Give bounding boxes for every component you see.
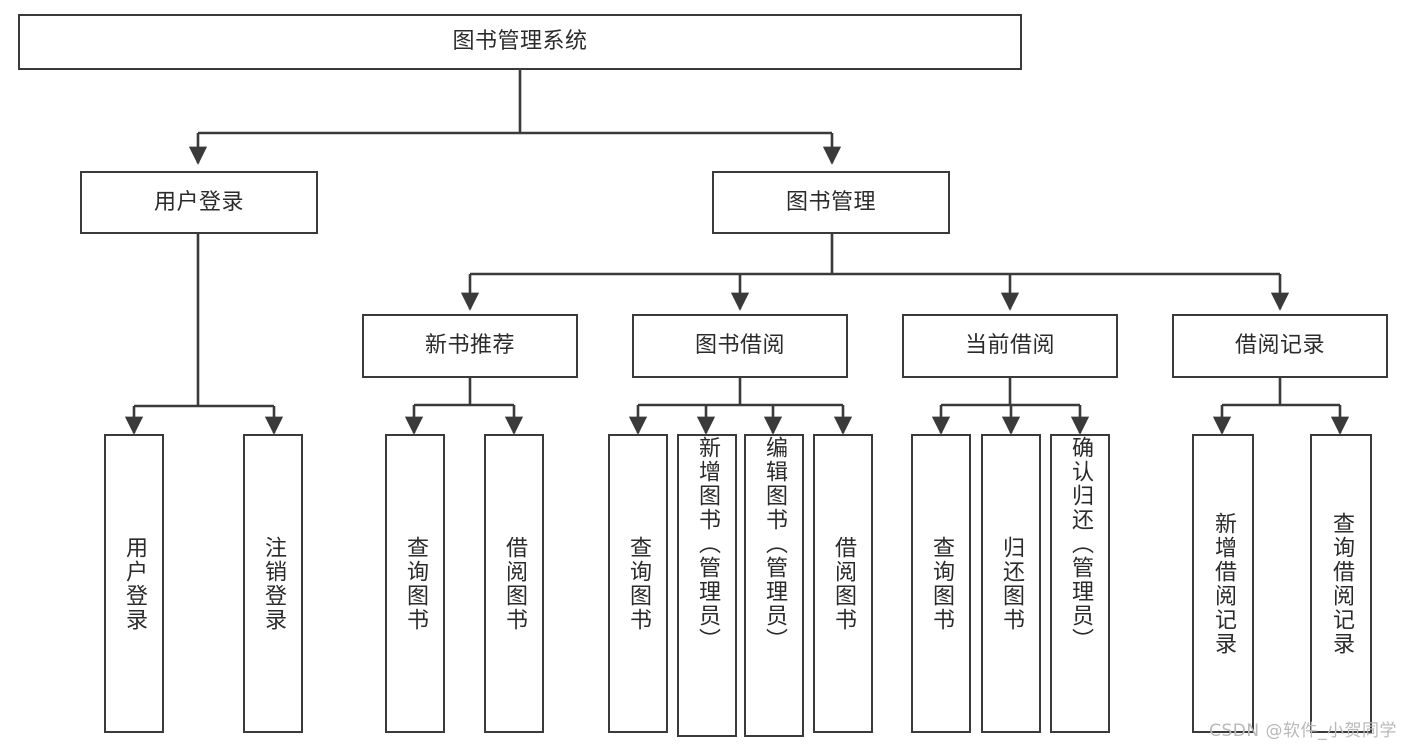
node-label: 查询图书 — [928, 535, 954, 632]
node-label: 确认归还（管理员） — [1067, 436, 1093, 652]
node-label: 新书推荐 — [424, 333, 515, 358]
node-current-borrow[interactable]: 当前借阅 — [902, 314, 1118, 378]
leaf-query-book-recommend[interactable]: 查询图书 — [385, 434, 445, 733]
node-label: 当前借阅 — [964, 333, 1055, 358]
leaf-borrow-book[interactable]: 借阅图书 — [813, 434, 873, 733]
node-book-management[interactable]: 图书管理 — [712, 171, 950, 234]
node-label: 图书管理 — [785, 189, 876, 215]
node-borrow-record[interactable]: 借阅记录 — [1172, 314, 1388, 378]
node-label: 用户登录 — [121, 535, 147, 632]
node-label: 归还图书 — [998, 535, 1024, 632]
node-user-login[interactable]: 用户登录 — [80, 171, 318, 234]
node-label: 编辑图书（管理员） — [761, 436, 787, 652]
leaf-add-book-admin[interactable]: 新增图书（管理员） — [677, 434, 737, 737]
node-label: 查询借阅记录 — [1328, 511, 1354, 656]
watermark-text: CSDN @软件_小贺同学 — [1209, 721, 1397, 741]
leaf-return-book[interactable]: 归还图书 — [981, 434, 1041, 733]
node-new-book-recommend[interactable]: 新书推荐 — [362, 314, 578, 378]
node-label: 新增图书（管理员） — [694, 436, 720, 652]
node-label: 注销登录 — [260, 535, 286, 632]
leaf-borrow-book-recommend[interactable]: 借阅图书 — [484, 434, 544, 733]
leaf-logout[interactable]: 注销登录 — [243, 434, 303, 733]
node-label: 新增借阅记录 — [1210, 511, 1236, 656]
leaf-query-book-current[interactable]: 查询图书 — [911, 434, 971, 733]
leaf-edit-book-admin[interactable]: 编辑图书（管理员） — [744, 434, 804, 737]
node-label: 借阅图书 — [830, 535, 856, 632]
node-label: 图书管理系统 — [452, 29, 588, 54]
node-label: 查询图书 — [625, 535, 651, 632]
leaf-user-login[interactable]: 用户登录 — [104, 434, 164, 733]
leaf-query-borrow-record[interactable]: 查询借阅记录 — [1310, 434, 1372, 733]
node-book-borrow[interactable]: 图书借阅 — [632, 314, 848, 378]
node-label: 用户登录 — [153, 189, 244, 215]
leaf-confirm-return-admin[interactable]: 确认归还（管理员） — [1050, 434, 1110, 733]
node-label: 借阅图书 — [501, 535, 527, 632]
leaf-query-book-borrow[interactable]: 查询图书 — [608, 434, 668, 733]
node-label: 查询图书 — [402, 535, 428, 632]
leaf-add-borrow-record[interactable]: 新增借阅记录 — [1192, 434, 1254, 733]
node-label: 借阅记录 — [1234, 333, 1325, 358]
node-root-library-system[interactable]: 图书管理系统 — [18, 14, 1022, 70]
node-label: 图书借阅 — [694, 333, 785, 358]
